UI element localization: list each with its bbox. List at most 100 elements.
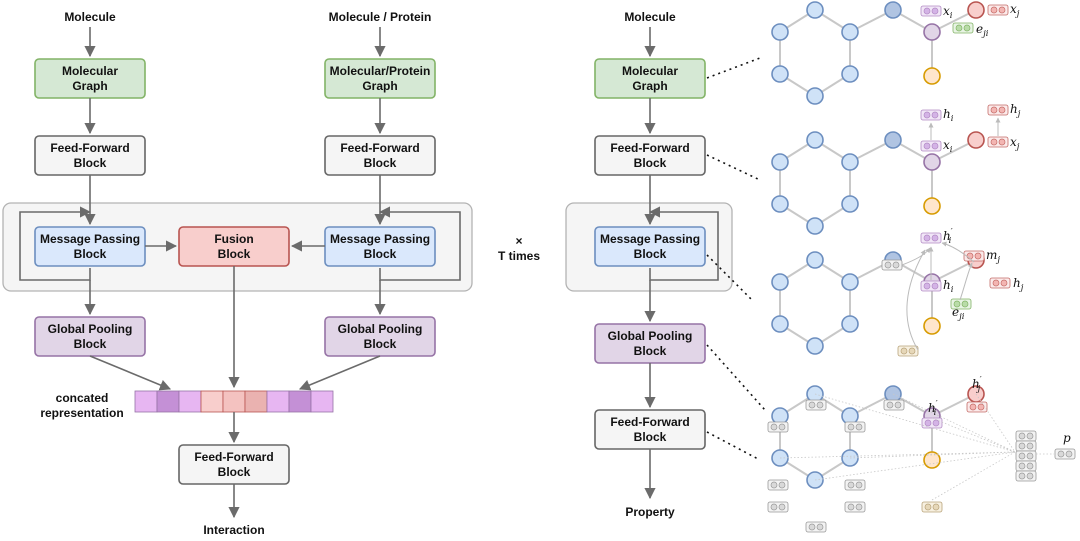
right-ff-box: Feed-Forward Block	[594, 135, 706, 176]
svg-text:Feed-Forward: Feed-Forward	[50, 141, 129, 155]
svg-text:Block: Block	[74, 156, 107, 170]
svg-text:Message Passing: Message Passing	[40, 232, 140, 246]
svg-text:Global Pooling: Global Pooling	[608, 329, 693, 343]
g3-vec-hi-dot-2	[931, 282, 939, 290]
g2-vec-hi-dot-2	[931, 111, 939, 119]
g4-pool-1-dot-2	[1026, 442, 1034, 450]
g4-pool-line-1	[892, 393, 1016, 453]
label-x-i-1: xi	[943, 4, 953, 21]
left-mp-box-1: Message Passing Block	[34, 226, 146, 267]
graph-2-node-3	[806, 217, 824, 235]
g1-vec-eji-dot-1	[955, 24, 963, 32]
svg-text:Block: Block	[364, 156, 397, 170]
g2-vec-hi-dot-1	[923, 111, 931, 119]
g3-vec-hi-dot-1	[923, 282, 931, 290]
graph-1-node-9	[923, 67, 941, 85]
svg-text:Global Pooling: Global Pooling	[48, 322, 133, 336]
graph-3-node-0	[806, 251, 824, 269]
g4-vec-p-dot-1	[1057, 450, 1065, 458]
graph-2-node-6	[884, 131, 902, 149]
g3-vec-gold-dot-1	[900, 347, 908, 355]
g2-vec-hj-dot-2	[998, 106, 1006, 114]
g4-vec-2-dot-1	[847, 423, 855, 431]
g4-vec-1-dot-2	[778, 423, 786, 431]
g4-vec-1-dot-1	[770, 423, 778, 431]
svg-text:Block: Block	[218, 247, 251, 261]
graph-2-node-2	[841, 195, 859, 213]
svg-text:Message Passing: Message Passing	[330, 232, 430, 246]
svg-text:Message Passing: Message Passing	[600, 232, 700, 246]
svg-text:Block: Block	[364, 247, 397, 261]
concat-label-2: representation	[40, 406, 123, 420]
g4-vec-3-dot-2	[894, 401, 902, 409]
concat-label-1: concated	[56, 391, 109, 405]
svg-text:Block: Block	[634, 430, 667, 444]
graph-3-node-1	[841, 273, 859, 291]
g2-vec-xi-dot-2	[931, 142, 939, 150]
g4-vec-9-dot-1	[924, 503, 932, 511]
graph-2-node-9	[923, 197, 941, 215]
label-h-i-2: hi	[943, 107, 954, 124]
g4-pool-0-dot-2	[1026, 432, 1034, 440]
g4-vec-hprime-i-dot-1	[924, 419, 932, 427]
svg-text:Graph: Graph	[632, 79, 667, 93]
svg-text:Block: Block	[364, 337, 397, 351]
g4-vec-0-dot-1	[808, 401, 816, 409]
g1-vec-xj-dot-2	[998, 6, 1006, 14]
svg-text:Graph: Graph	[362, 79, 397, 93]
g3-vec-eji-dot-1	[953, 300, 961, 308]
g4-pool-line-3	[975, 393, 1016, 453]
fusion-block-box: Fusion Block	[178, 226, 290, 267]
g2-vec-xi-dot-1	[923, 142, 931, 150]
g2-vec-xj-dot-2	[998, 138, 1006, 146]
right-molecular-graph-box: Molecular Graph	[594, 58, 706, 99]
g3-vec-gray-1-dot-1	[884, 261, 892, 269]
right-gp-box: Global Pooling Block	[594, 323, 706, 364]
svg-text:Feed-Forward: Feed-Forward	[194, 450, 273, 464]
left-gp-box-2: Global Pooling Block	[324, 316, 436, 357]
g4-pool-line-2	[931, 417, 1016, 453]
left-protein-graph-box: Molecular/Protein Graph	[324, 58, 436, 99]
left-ff-out-box: Feed-Forward Block	[178, 444, 290, 485]
repeat-times-symbol: ×	[515, 234, 522, 248]
label-x-i-2: xi	[943, 138, 953, 155]
graph-1-node-7	[923, 23, 941, 41]
g4-vec-4-dot-1	[770, 481, 778, 489]
svg-text:Molecular: Molecular	[62, 64, 118, 78]
molecule-graph-illustrations	[767, 1, 1076, 533]
graph-1-node-8	[967, 1, 985, 19]
label-e-ji-3: eji	[952, 305, 965, 322]
g4-pool-line-4	[931, 451, 1016, 501]
g4-vec-5-dot-1	[847, 481, 855, 489]
graph-3-node-5	[771, 273, 789, 291]
svg-text:Block: Block	[218, 465, 251, 479]
svg-text:Fusion: Fusion	[214, 232, 253, 246]
graph-1-node-5	[771, 23, 789, 41]
graph-3-node-2	[841, 315, 859, 333]
g4-vec-7-dot-1	[847, 503, 855, 511]
g1-vec-xi-dot-1	[923, 7, 931, 15]
g4-vec-0-dot-2	[816, 401, 824, 409]
g4-pool-line-7	[779, 451, 1016, 459]
g4-vec-4-dot-2	[778, 481, 786, 489]
g4-vec-6-dot-1	[770, 503, 778, 511]
right-mp-box: Message Passing Block	[594, 226, 706, 267]
g4-vec-p-dot-2	[1065, 450, 1073, 458]
graph-1-node-2	[841, 65, 859, 83]
g2-vec-xj-dot-1	[990, 138, 998, 146]
g4-vec-9-dot-2	[932, 503, 940, 511]
g4-vec-hprime-j-dot-1	[969, 403, 977, 411]
svg-text:Feed-Forward: Feed-Forward	[610, 415, 689, 429]
g3-vec-hprime-i-dot-2	[931, 234, 939, 242]
left-ff-box-2: Feed-Forward Block	[324, 135, 436, 176]
g4-pool-2-dot-1	[1018, 452, 1026, 460]
svg-text:Block: Block	[634, 344, 667, 358]
graph-1-node-6	[884, 1, 902, 19]
left-input-molecule: Molecule	[64, 10, 116, 24]
g4-pool-1-dot-1	[1018, 442, 1026, 450]
g2-vec-hj-dot-1	[990, 106, 998, 114]
graph-1-node-3	[806, 87, 824, 105]
label-h-prime-i-4: h′i	[928, 399, 938, 418]
label-m-j-3: mj	[986, 248, 1000, 265]
